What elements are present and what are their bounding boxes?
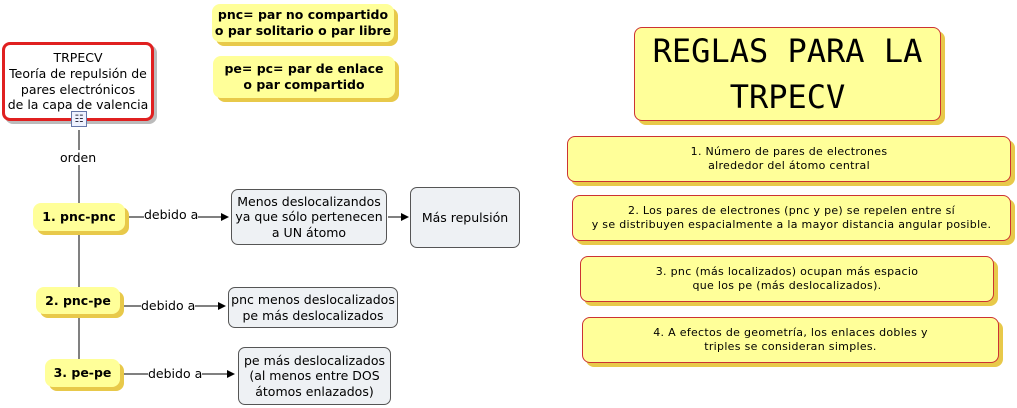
link-label-3: debido a [148,366,203,381]
reason-2: pnc menos deslocalizados pe más deslocal… [228,287,398,328]
order-pnc-pnc: 1. pnc-pnc [33,203,125,231]
rule-1: 1. Número de pares de electrones alreded… [567,136,1011,182]
reason-3: pe más deslocalizados (al menos entre DO… [238,347,391,405]
order-pe-pe: 3. pe-pe [45,359,120,387]
link-label-2: debido a [141,298,196,313]
rule-3: 3. pnc (más localizados) ocupan más espa… [580,256,994,302]
result-1: Más repulsión [410,187,520,248]
note-pe: pe= pc= par de enlace o par compartido [213,56,395,98]
link-label-1: debido a [144,207,199,222]
orden-label: orden [60,150,97,165]
hierarchy-icon[interactable]: ☷ [71,111,87,127]
root-concept: TRPECV Teoría de repulsión de pares elec… [2,42,154,121]
rules-title: REGLAS PARA LA TRPECV [634,27,941,121]
reason-1: Menos deslocalizandos ya que sólo perten… [231,189,387,245]
order-pnc-pe: 2. pnc-pe [36,287,120,314]
note-pnc: pnc= par no compartido o par solitario o… [212,4,394,42]
rule-4: 4. A efectos de geometría, los enlaces d… [582,317,999,363]
root-concept-text: TRPECV Teoría de repulsión de pares elec… [7,50,149,113]
rule-2: 2. Los pares de electrones (pnc y pe) se… [572,195,1011,241]
